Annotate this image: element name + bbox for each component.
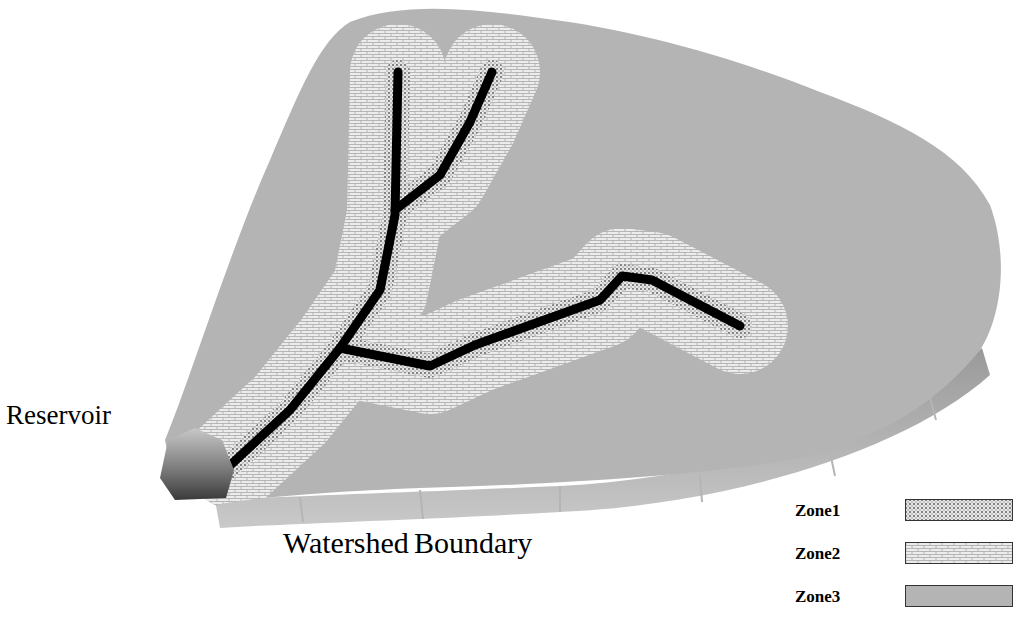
reservoir-label: Reservoir <box>6 402 111 429</box>
legend-swatch <box>905 542 1013 564</box>
reservoir-body <box>160 428 234 500</box>
boundary-label: Watershed <box>283 528 409 558</box>
boundary-label: Boundary <box>414 528 532 558</box>
legend-label: Zone1 <box>795 502 840 519</box>
zone3-area <box>165 9 1001 505</box>
legend-swatch <box>905 585 1013 607</box>
zone2-area <box>212 72 740 482</box>
legend-label: Zone2 <box>795 545 840 562</box>
legend-swatch <box>905 499 1013 521</box>
stream-channel <box>212 72 740 482</box>
zone1-area <box>212 72 740 482</box>
legend-label: Zone3 <box>795 588 840 605</box>
